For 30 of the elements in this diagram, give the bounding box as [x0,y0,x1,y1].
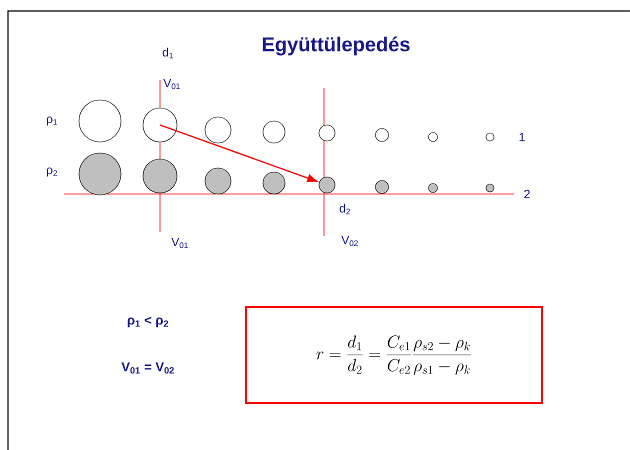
particle-circle [486,132,494,142]
particle-circle [262,172,286,194]
particle-circle [142,108,178,142]
particle-circle [428,132,438,142]
particle-circle [318,176,336,194]
particle-circle [375,128,389,142]
particle-circle [428,183,438,193]
symbol-label: ρ$_{1}$ [46,116,57,126]
particle-circle [78,100,122,142]
relation-text: V$_{01}$ = V$_{02}$ [121,362,174,374]
particle-circle [204,168,232,194]
symbol-label: V$_{01}$ [171,238,188,248]
symbol-label: V$_{01}$ [163,78,180,90]
particle-circle [142,158,178,194]
particle-circle [78,152,122,196]
particle-circle [375,180,389,194]
particle-circle [262,120,286,144]
symbol-label: 2 [524,190,530,198]
particle-circle [486,184,494,192]
symbol-label: d$_{1}$ [162,48,173,58]
symbol-label: 1 [520,132,525,142]
title: Együttülepedés [262,36,410,56]
relation-text: ρ$_{1}$ < ρ$_{2}$ [128,316,168,328]
symbol-label: V$_{02}$ [341,236,358,246]
arrow [160,124,318,182]
particle-circle [318,124,336,142]
symbol-label: d$_{2}$ [340,204,350,214]
particle-circle [204,116,232,144]
formula-box: $r=\frac{d_1}{d_2}=\frac{C_{e1}}{C_{e2}}\frac{\rho_{s2}-\rho_k}{\rho_{s1}-\rho_k}$ [245,306,543,404]
symbol-label: ρ$_{2}$ [46,168,57,176]
